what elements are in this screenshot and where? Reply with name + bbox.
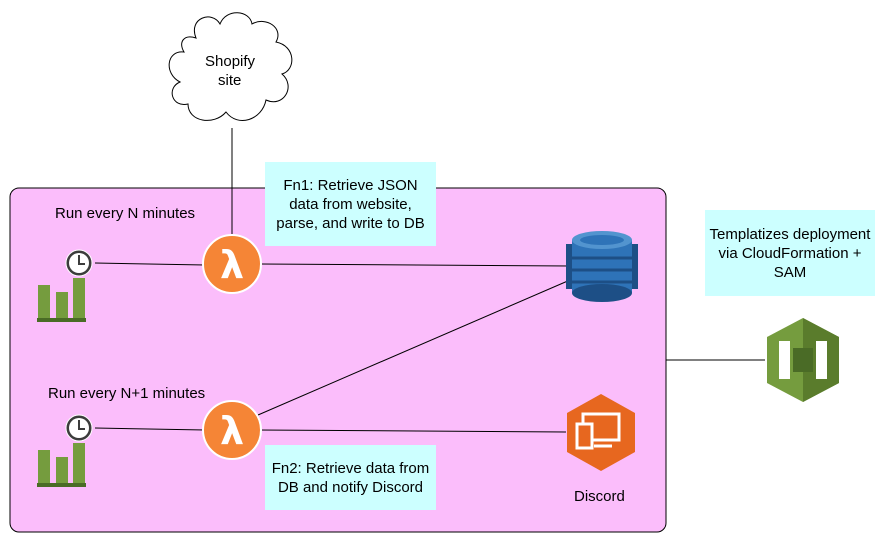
fn1-description-note: Fn1: Retrieve JSON data from website, pa… [265, 162, 436, 246]
connector-fn1-to-db [259, 263, 571, 267]
connector-schedule2-to-fn2 [94, 427, 206, 431]
sam-deployment-note: Templatizes deployment via CloudFormatio… [705, 210, 875, 296]
discord-desktop-mobile-icon [567, 394, 635, 471]
shopify-site-label-line2: site [218, 72, 242, 89]
shopify-site-label-line1: Shopify [205, 53, 256, 70]
connector-fn2-to-db [257, 279, 571, 416]
lambda-fn1-icon: λ [202, 234, 262, 294]
connectors [94, 128, 765, 433]
dynamodb-icon [566, 231, 638, 302]
schedule-2-icon [37, 414, 93, 487]
shopify-cloud-icon [168, 12, 293, 121]
lambda-fn1-symbol: λ [220, 243, 244, 287]
schedule-1-icon [37, 249, 93, 322]
cloudformation-icon [767, 318, 839, 402]
discord-label: Discord [574, 488, 625, 505]
schedule-2-label: Run every N+1 minutes [48, 385, 206, 402]
connector-fn2-to-discord [257, 429, 567, 433]
fn2-description-note: Fn2: Retrieve data from DB and notify Di… [265, 445, 436, 510]
connector-schedule1-to-fn1 [94, 262, 206, 266]
schedule-1-label: Run every N minutes [55, 205, 196, 222]
lambda-fn2-symbol: λ [220, 409, 244, 453]
lambda-fn2-icon: λ [202, 400, 262, 460]
